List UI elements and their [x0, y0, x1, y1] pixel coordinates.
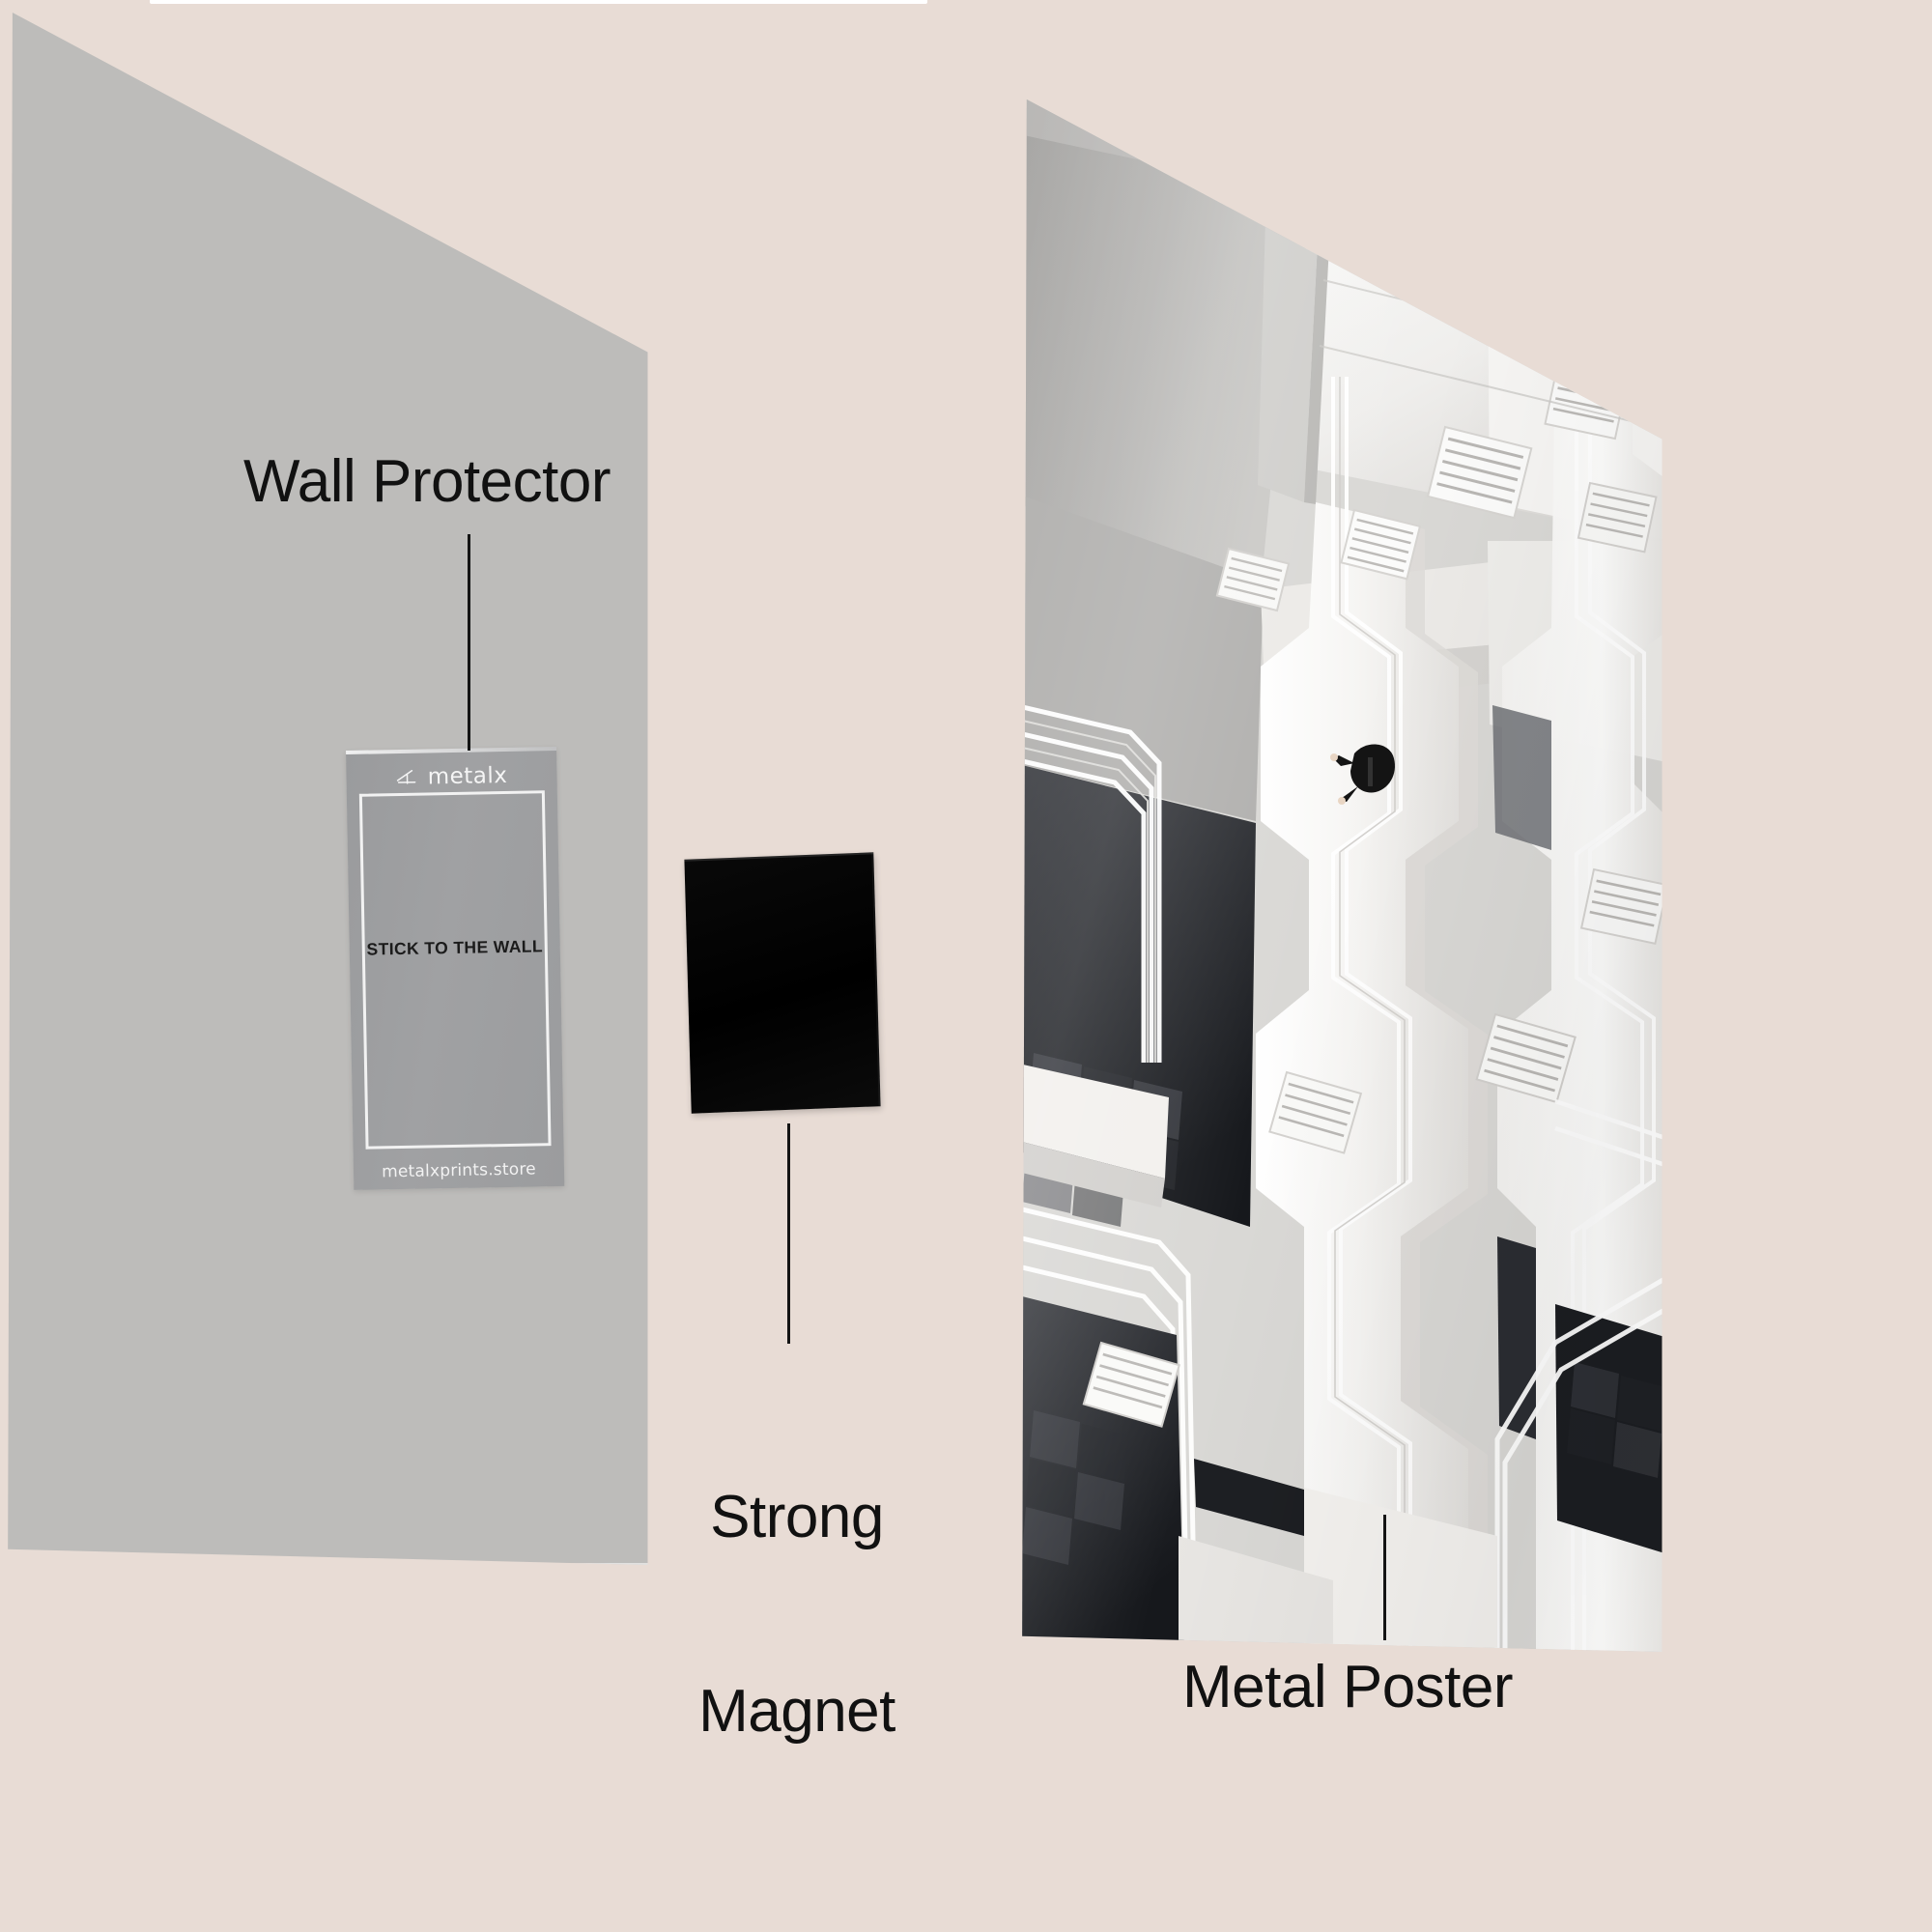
leader-line-metal-poster	[1383, 1515, 1386, 1640]
card-inner-frame	[358, 790, 552, 1150]
strong-magnet-tile[interactable]	[684, 852, 881, 1114]
leader-line-strong-magnet	[787, 1123, 790, 1344]
poster-artwork	[1022, 99, 1662, 1652]
wall-protector-card[interactable]: metalx STICK TO THE WALL metalxprints.st…	[346, 747, 565, 1190]
cropped-top-strip	[150, 0, 927, 4]
callout-label-strong-magnet-line1: Strong	[710, 1483, 884, 1550]
person-figure	[1330, 744, 1395, 805]
architecture-photo-illustration	[1022, 99, 1662, 1652]
metal-poster[interactable]	[1022, 99, 1662, 1652]
callout-label-metal-poster: Metal Poster	[1182, 1654, 1514, 1720]
callout-label-strong-magnet-line2: Magnet	[698, 1677, 895, 1745]
leader-line-wall-protector	[468, 534, 470, 751]
brand-logo: metalx	[346, 762, 556, 791]
callout-label-strong-magnet: Strong Magnet	[676, 1356, 918, 1874]
magnet-right-edge	[871, 852, 881, 1107]
brand-logo-text: metalx	[427, 762, 508, 790]
poster-edge-highlight	[8, 12, 648, 1565]
callout-label-wall-protector: Wall Protector	[243, 448, 611, 515]
card-headline: STICK TO THE WALL	[366, 936, 544, 959]
wall-protector-body: metalx STICK TO THE WALL metalxprints.st…	[346, 747, 565, 1190]
cross-x-icon	[397, 769, 416, 784]
magnet-top-edge	[684, 852, 874, 862]
card-top-highlight	[346, 747, 557, 754]
vent-grille-group	[1082, 365, 1662, 1428]
card-url: metalxprints.store	[381, 1159, 537, 1182]
